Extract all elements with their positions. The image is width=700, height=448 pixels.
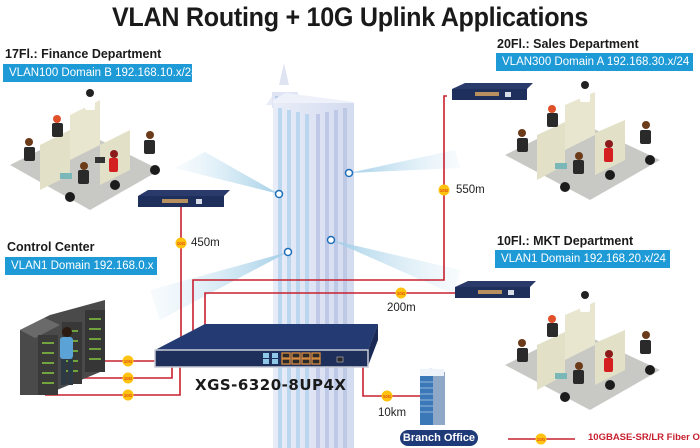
link-badges: 10G 10G 10G 10G 10G 10G 10G 10G (122, 184, 547, 445)
access-point-icon (283, 247, 293, 257)
fiber-line-mkt (204, 292, 460, 338)
mkt-link-distance: 200m (387, 302, 416, 314)
page-title: VLAN Routing + 10G Uplink Applications (111, 2, 589, 32)
badge-mkt-icon: 10G (395, 287, 407, 299)
finance-link-distance: 450m (191, 237, 220, 249)
central-building (266, 63, 354, 448)
switch-finance (138, 190, 230, 207)
server-racks-illustration (20, 300, 105, 395)
fiber-line-sales (192, 95, 447, 338)
core-switch-illustration (154, 324, 378, 368)
branch-office-badge: Branch Office (400, 430, 478, 446)
sales-department-title: 20Fl.: Sales Department (497, 37, 639, 51)
svg-text:10G: 10G (177, 241, 186, 246)
access-point-icon (326, 235, 336, 245)
coverage-beams (150, 150, 460, 320)
badge-finance-icon: 10G (175, 237, 187, 249)
control-center-vlan-label: VLAN1 Domain 192.168.0.x (5, 257, 157, 275)
mkt-office-illustration (505, 291, 660, 410)
control-center-title: Control Center (7, 240, 95, 254)
svg-text:10G: 10G (124, 376, 133, 381)
svg-text:10G: 10G (397, 291, 406, 296)
rj45-ports (281, 352, 321, 365)
svg-text:10G: 10G (124, 359, 133, 364)
badge-legend-icon: 10G (535, 433, 547, 445)
badge-control-3-icon: 10G (122, 389, 134, 401)
sales-office-illustration (505, 81, 660, 200)
finance-office-illustration (10, 89, 160, 210)
fiber-line-control-3 (45, 367, 181, 396)
access-points (274, 168, 354, 257)
finance-department-title: 17Fl.: Finance Department (5, 47, 162, 61)
technician (60, 337, 73, 359)
finance-vlan-label: VLAN100 Domain B 192.168.10.x/24 (3, 64, 198, 82)
svg-text:10G: 10G (440, 188, 449, 193)
fiber-line-control-2 (80, 367, 173, 379)
access-point-icon (274, 189, 284, 199)
branch-link-distance: 10km (378, 407, 407, 419)
sales-link-distance: 550m (456, 184, 485, 196)
badge-sales-icon: 10G (438, 184, 450, 196)
svg-text:10G: 10G (537, 437, 546, 442)
badge-control-2-icon: 10G (122, 372, 134, 384)
core-switch-model: XGS-6320-8UP4X (195, 376, 347, 394)
badge-branch-icon: 10G (381, 390, 393, 402)
mkt-department-title: 10Fl.: MKT Department (497, 234, 634, 248)
branch-office-building (420, 368, 445, 425)
legend-label: 10GBASE-SR/LR Fiber Optic (588, 432, 700, 443)
mkt-vlan-label: VLAN1 Domain 192.168.20.x/24 (495, 250, 670, 268)
sales-vlan-label: VLAN300 Domain A 192.168.30.x/24 (496, 53, 693, 71)
switch-sales (452, 83, 533, 100)
access-point-icon (344, 168, 354, 178)
svg-text:10G: 10G (383, 394, 392, 399)
badge-control-1-icon: 10G (122, 355, 134, 367)
svg-text:10G: 10G (124, 393, 133, 398)
sfp-ports (263, 353, 278, 364)
console-port (336, 356, 344, 363)
fiber-line-branch (362, 366, 420, 397)
switch-mkt (455, 281, 536, 298)
